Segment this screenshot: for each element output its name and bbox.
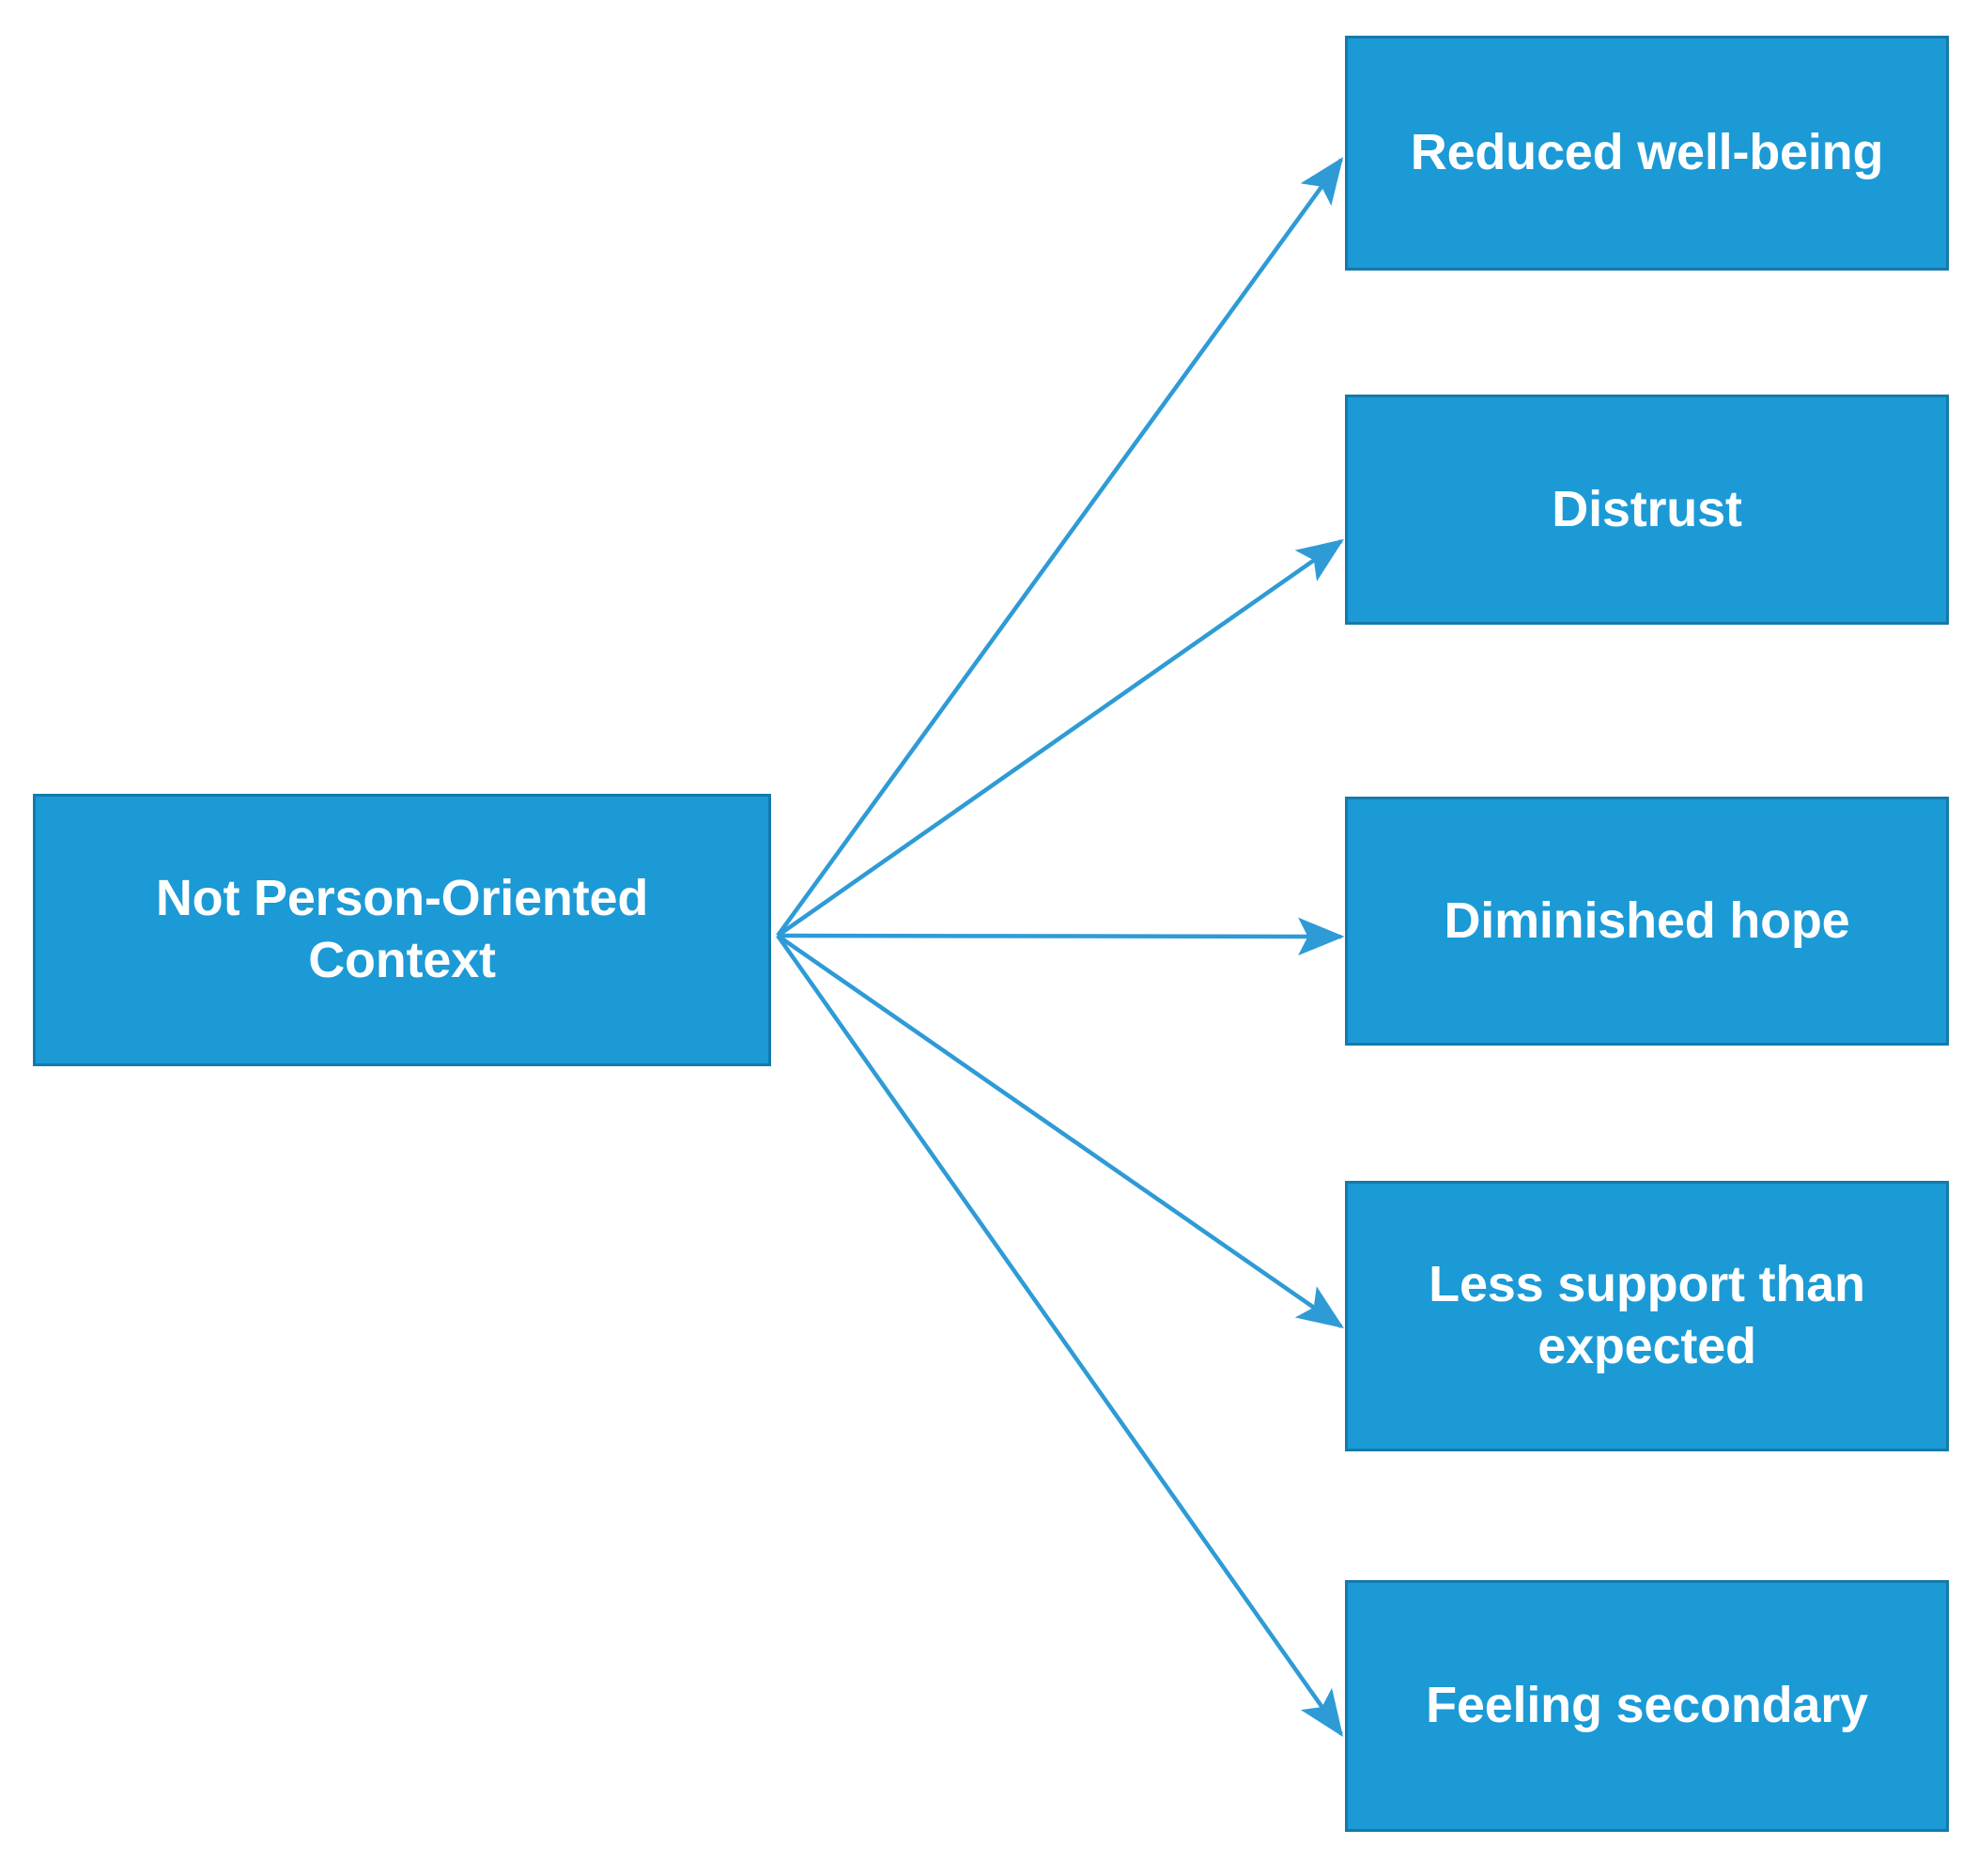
node-reduced-well-being[interactable]: Reduced well-being bbox=[1345, 36, 1949, 271]
node-label: Reduced well-being bbox=[1410, 124, 1884, 181]
node-label: Less support than expected bbox=[1429, 1256, 1865, 1374]
node-label: Distrust bbox=[1552, 480, 1742, 537]
node-feeling-secondary[interactable]: Feeling secondary bbox=[1345, 1580, 1949, 1832]
node-label: Feeling secondary bbox=[1426, 1677, 1868, 1734]
node-label: Not Person-Oriented Context bbox=[155, 870, 649, 988]
node-not-person-oriented-context[interactable]: Not Person-Oriented Context bbox=[33, 794, 771, 1066]
node-less-support-than-expected[interactable]: Less support than expected bbox=[1345, 1181, 1949, 1451]
connector-to-distrust bbox=[776, 538, 1344, 938]
node-distrust[interactable]: Distrust bbox=[1345, 395, 1949, 625]
connector-to-feeling-secondary bbox=[776, 934, 1344, 1737]
node-diminished-hope[interactable]: Diminished hope bbox=[1345, 797, 1949, 1046]
connector-to-reduced-well-being bbox=[776, 157, 1344, 938]
connector-to-less-support-than-expected bbox=[776, 934, 1344, 1329]
node-label: Diminished hope bbox=[1444, 891, 1850, 949]
connector-to-diminished-hope bbox=[777, 917, 1345, 956]
